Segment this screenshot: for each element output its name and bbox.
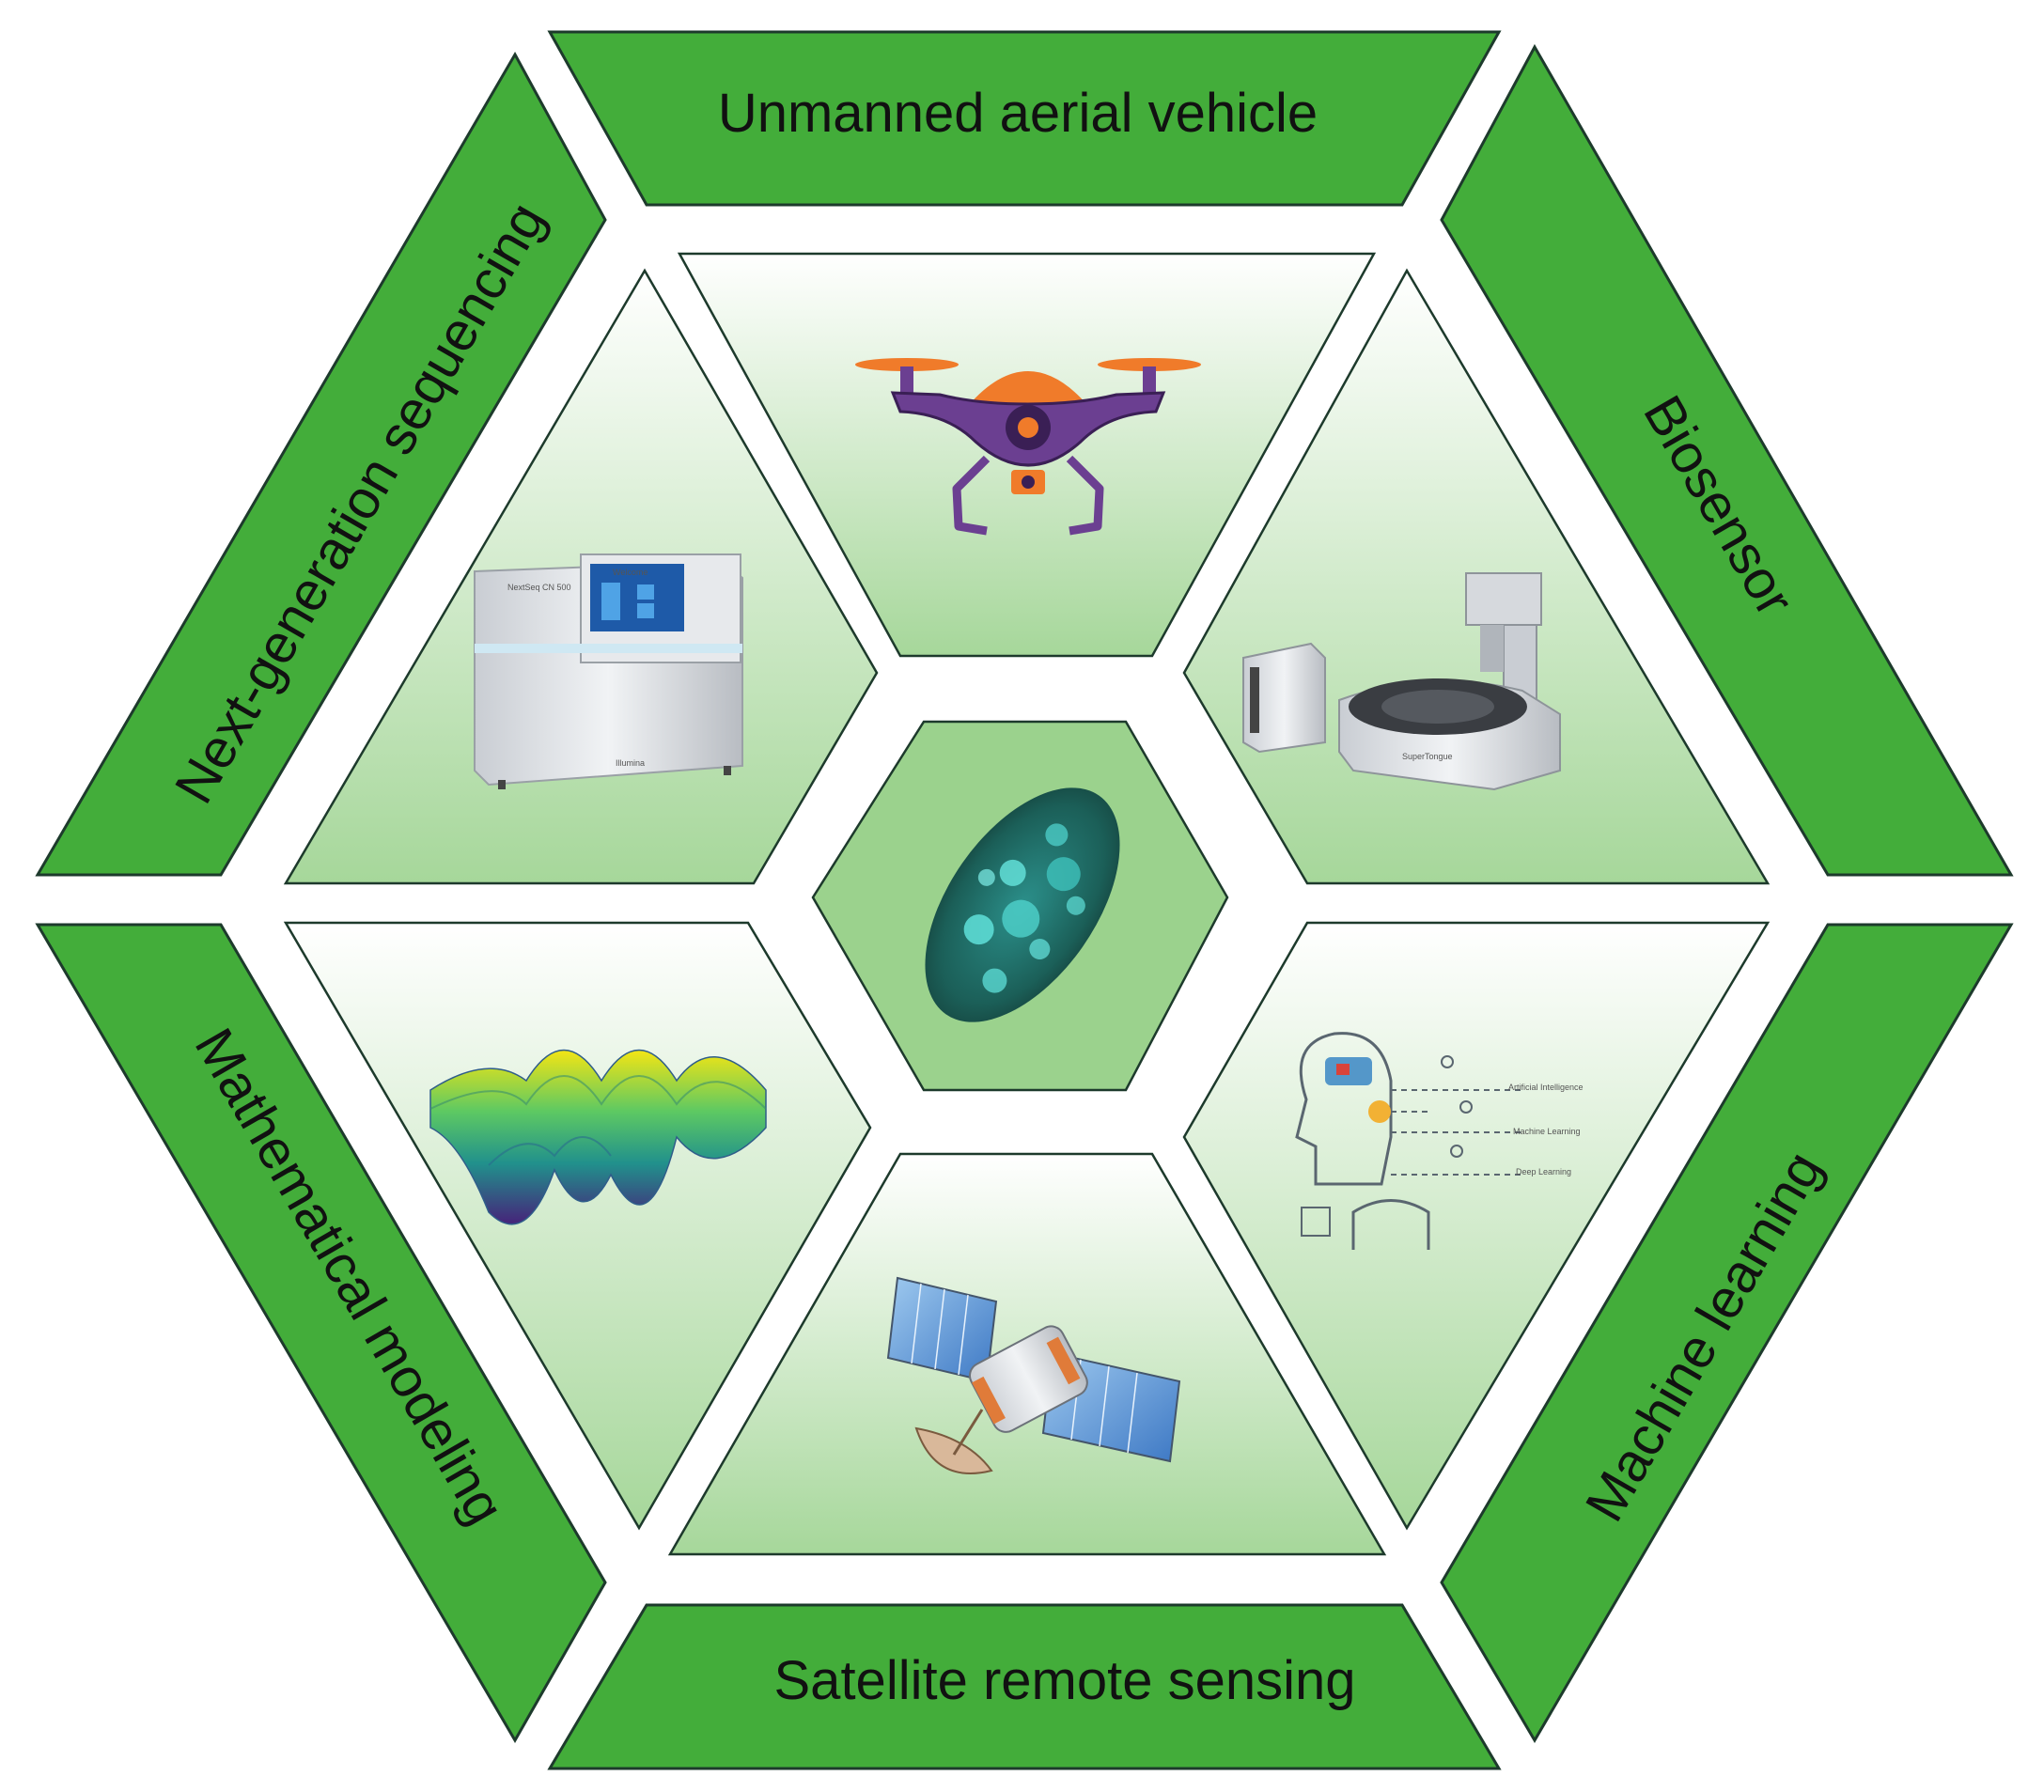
band-left-upper — [35, 51, 607, 877]
biosensor-illustration: SuperTongue — [1242, 572, 1561, 791]
ngs-model-text: NextSeq CN 500 — [507, 583, 571, 592]
microbe-illustration — [925, 787, 1120, 1022]
biosensor-brand-text: SuperTongue — [1402, 752, 1453, 761]
band-right-upper — [1440, 43, 2014, 877]
ml-ml-label: Machine Learning — [1513, 1127, 1581, 1136]
drone-illustration — [855, 358, 1201, 536]
ml-ai-label: Artificial Intelligence — [1508, 1083, 1584, 1092]
surface-plot-illustration — [429, 1049, 767, 1225]
ml-dl-label: Deep Learning — [1516, 1167, 1571, 1176]
band-right-lower — [1440, 923, 2014, 1743]
band-bottom — [547, 1603, 1502, 1770]
band-top — [547, 30, 1502, 207]
label-top: Unmanned aerial vehicle — [718, 83, 1318, 144]
band-left-lower — [35, 923, 607, 1743]
ngs-screen-text: Welcome — [613, 568, 648, 577]
sequencer-illustration: Welcome NextSeq CN 500 Illumina — [474, 553, 743, 789]
label-bottom: Satellite remote sensing — [774, 1650, 1356, 1711]
ml-illustration: Artificial Intelligence Machine Learning… — [1295, 1032, 1584, 1250]
ngs-brand-text: Illumina — [616, 758, 645, 768]
satellite-illustration — [886, 1276, 1181, 1474]
